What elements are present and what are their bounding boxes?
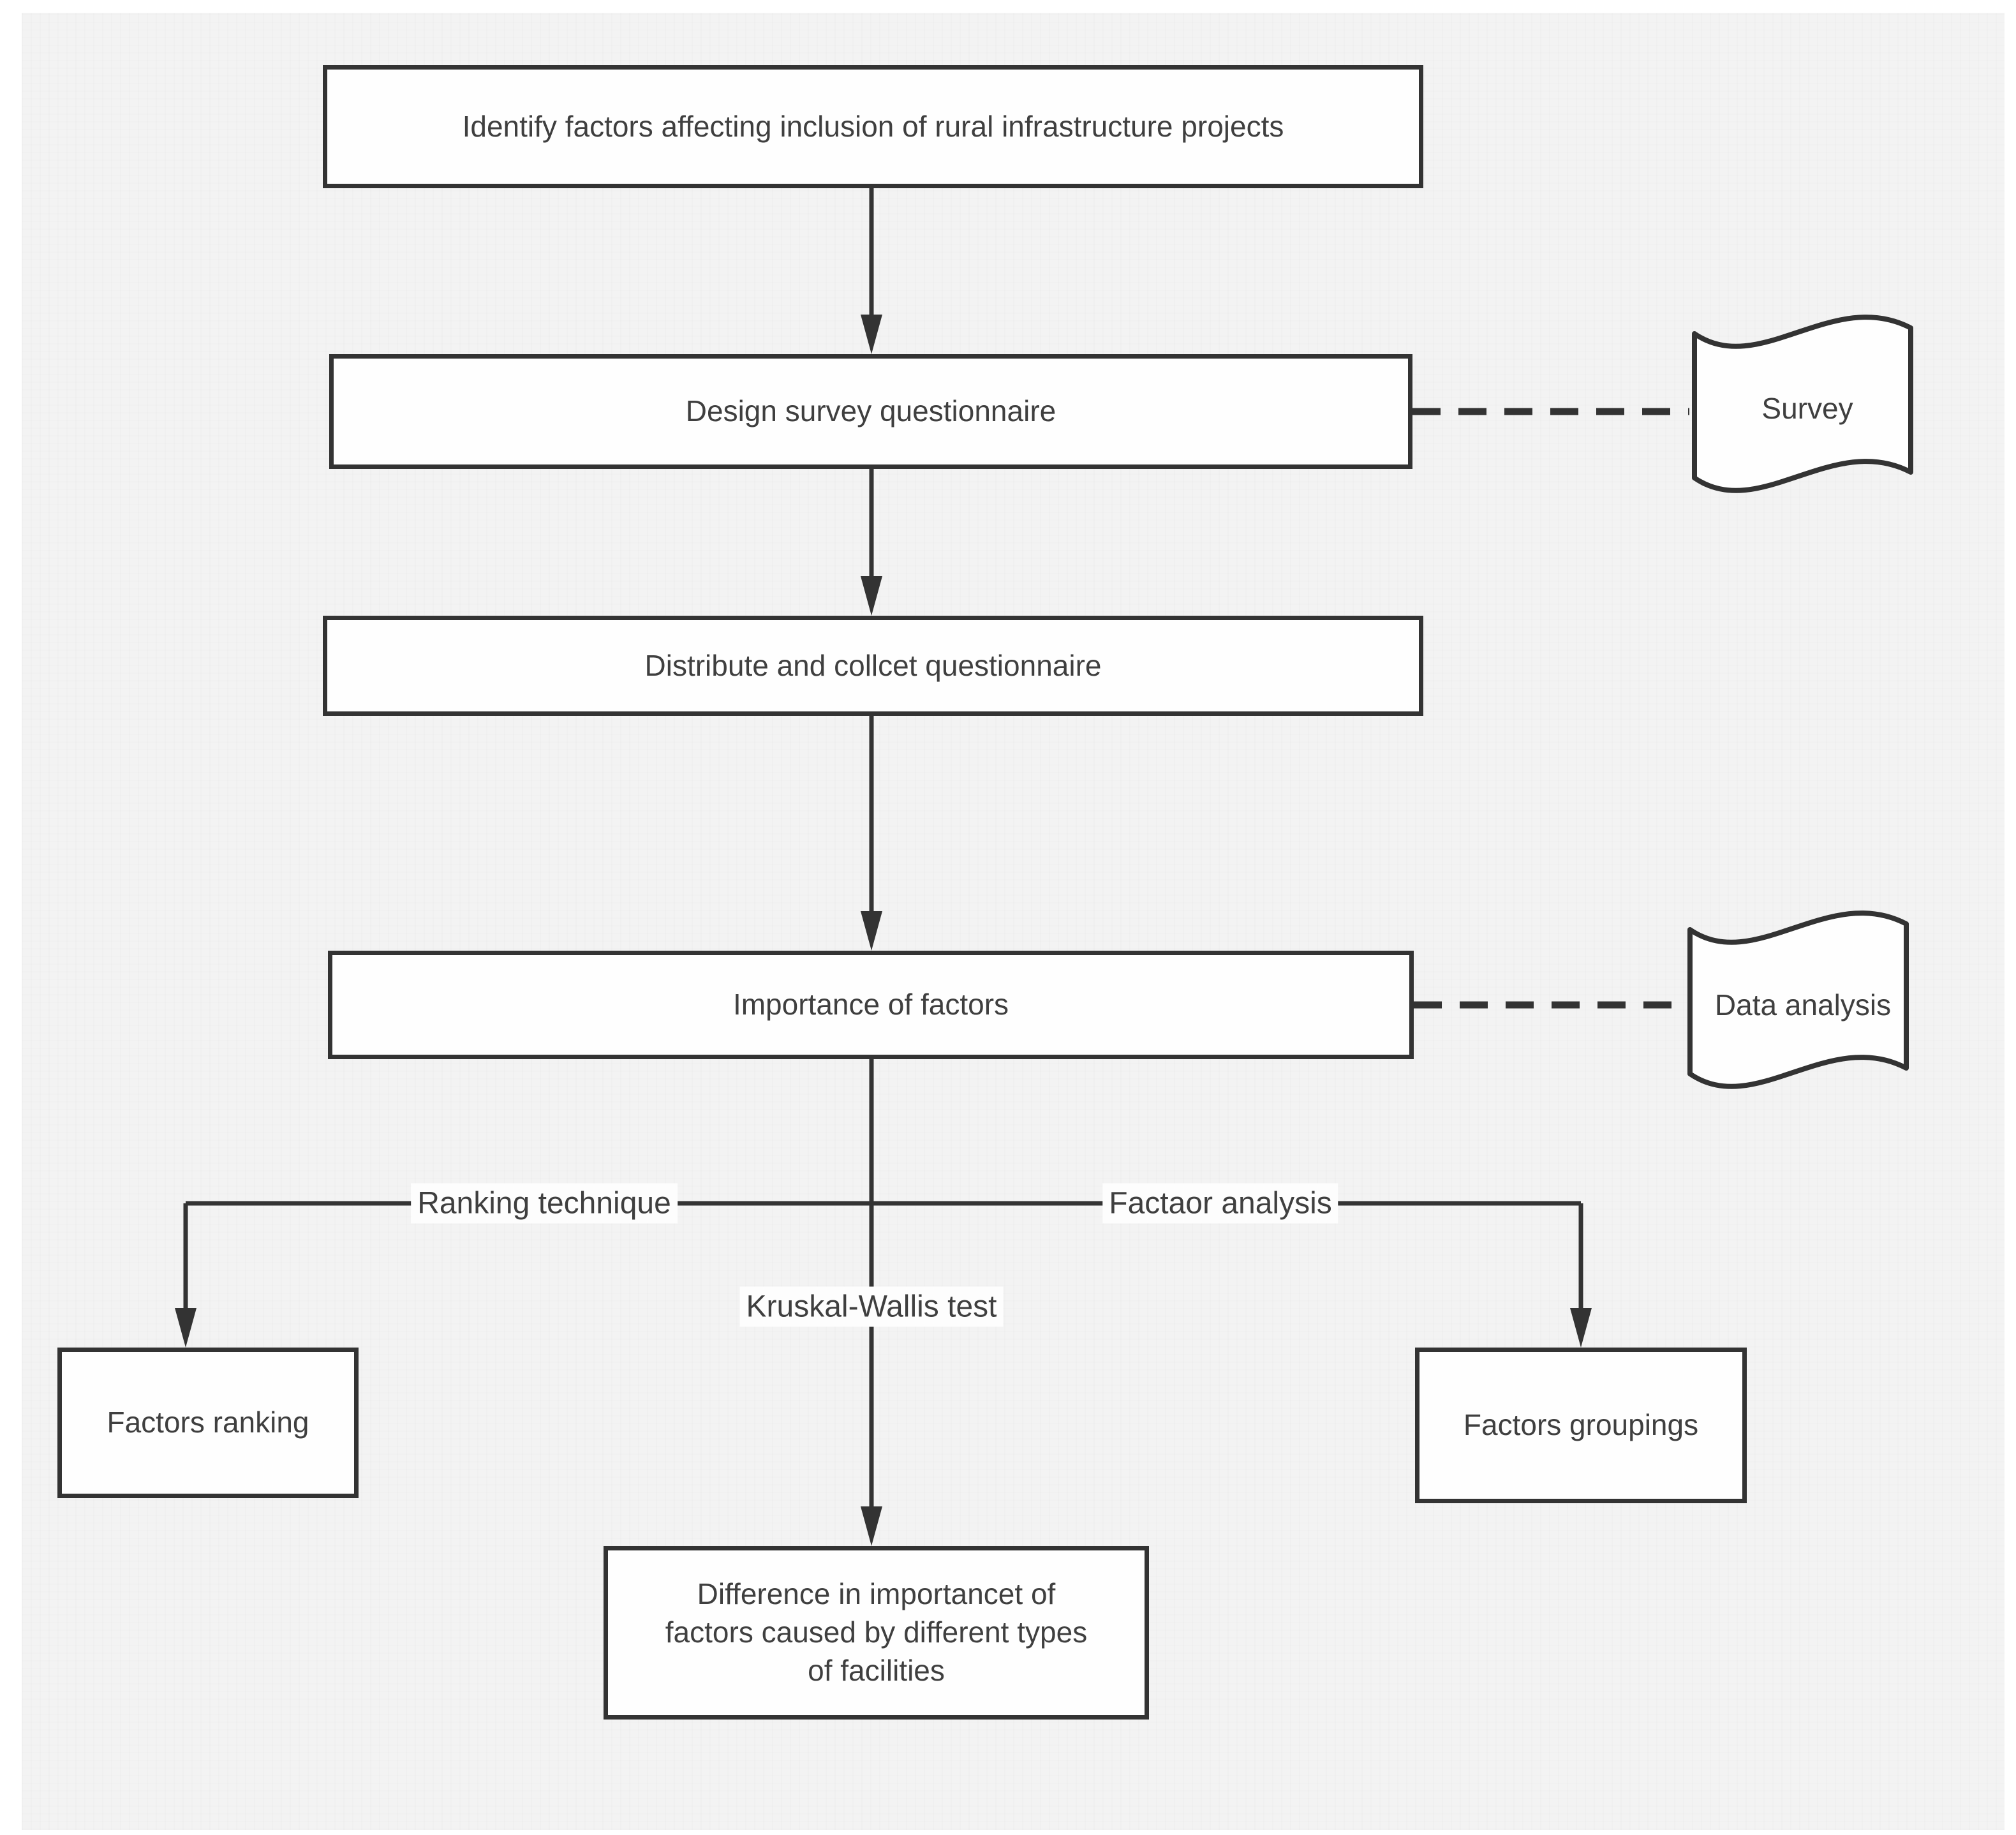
- survey-flag-label: Survey: [1761, 392, 1853, 425]
- arrow-design-to-distribute-head: [861, 576, 882, 616]
- flow-box-design-survey-label: Design survey questionnaire: [685, 394, 1056, 428]
- flow-box-difference-line-3: of facilities: [808, 1653, 945, 1687]
- data-analysis-flag-shape: [1687, 910, 1909, 1089]
- arrow-distribute-to-importance-head: [861, 911, 882, 951]
- flow-box-difference-line-1: Difference in importancet of: [697, 1577, 1056, 1611]
- flow-box-distribute-collect: Distribute and collcet questionnaire: [323, 616, 1423, 716]
- arrow-identify-to-design-head: [861, 315, 882, 354]
- edge-label-ranking-technique: Ranking technique: [411, 1183, 678, 1224]
- diagram-canvas: [22, 13, 2005, 1830]
- flow-box-importance-of-factors-label: Importance of factors: [732, 988, 1009, 1022]
- edge-label-factor-analysis: Factaor analysis: [1102, 1183, 1338, 1224]
- arrow-branch-to-groupings-head: [1570, 1308, 1592, 1348]
- flow-box-factors-ranking-label: Factors ranking: [107, 1406, 309, 1439]
- flow-box-design-survey: Design survey questionnaire: [329, 354, 1412, 469]
- arrow-importance-to-difference-head: [861, 1506, 882, 1546]
- flow-box-difference-in-importance: Difference in importancet of factors cau…: [604, 1546, 1149, 1720]
- flow-box-factors-groupings-label: Factors groupings: [1463, 1408, 1699, 1442]
- flow-box-distribute-collect-label: Distribute and collcet questionnaire: [644, 648, 1102, 682]
- flow-box-difference-line-2: factors caused by different types: [665, 1616, 1088, 1649]
- flow-box-factors-groupings: Factors groupings: [1415, 1348, 1747, 1503]
- arrow-branch-to-ranking-head: [175, 1308, 196, 1348]
- flow-box-factors-ranking: Factors ranking: [57, 1348, 359, 1498]
- flow-box-identify-factors: Identify factors affecting inclusion of …: [323, 65, 1423, 188]
- edge-label-kruskal-wallis-test: Kruskal-Wallis test: [739, 1286, 1004, 1327]
- data-analysis-flag-label: Data analysis: [1714, 988, 1892, 1022]
- flow-box-importance-of-factors: Importance of factors: [328, 951, 1414, 1059]
- survey-flag-shape: [1692, 315, 1913, 493]
- flow-box-identify-factors-label: Identify factors affecting inclusion of …: [462, 109, 1284, 143]
